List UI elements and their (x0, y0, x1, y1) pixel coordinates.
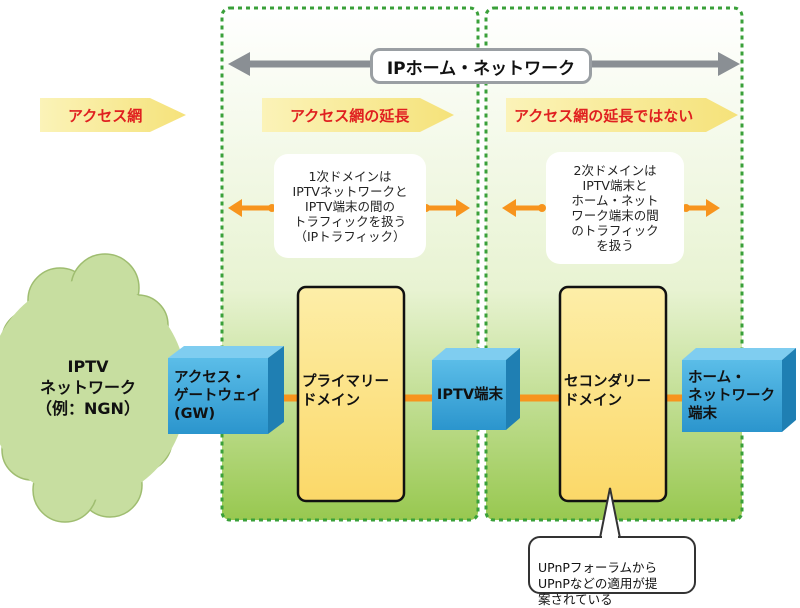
access-gateway-label: アクセス・ ゲートウェイ (GW) (174, 370, 261, 422)
primary-domain-label: プライマリー ドメイン (302, 374, 389, 409)
home-network-terminal-box (682, 348, 796, 432)
primary-domain-description: 1次ドメインは IPTVネットワークと IPTV端末の間の トラフィックを扱う … (274, 154, 426, 258)
primary-domain-box (296, 285, 406, 503)
access-gateway-box (168, 346, 284, 434)
callout-pointer-joint (602, 535, 618, 539)
secondary-domain-label: セコンダリー ドメイン (564, 374, 651, 409)
iptv-terminal-box (432, 348, 520, 430)
iptv-terminal-label: IPTV端末 (436, 387, 504, 403)
upnp-callout-text: UPnPフォーラムから UPnPなどの適用が提 案されている (538, 560, 658, 607)
not-extension-label: アクセス網の延長ではない (514, 107, 694, 125)
iptv-network-cloud (0, 253, 187, 523)
not-extension-arrow (506, 98, 738, 132)
access-extension-label: アクセス網の延長 (290, 107, 410, 125)
iptv-network-label: IPTV ネットワーク （例：NGN） (36, 357, 140, 418)
access-network-label: アクセス網 (68, 107, 143, 125)
home-network-terminal-label: ホーム・ ネットワーク 端末 (688, 370, 775, 422)
home-network-label: IPホーム・ネットワーク (386, 58, 576, 79)
zone-access-extension (220, 6, 480, 522)
secondary-scope-arrow-right (682, 199, 720, 217)
secondary-scope-arrow-left (502, 199, 546, 217)
access-arrow (40, 98, 186, 132)
secondary-domain-description: 2次ドメインは IPTV端末と ホーム・ネット ワーク端末の間 のトラフィック … (546, 152, 684, 264)
upnp-callout: UPnPフォーラムから UPnPなどの適用が提 案されている (528, 536, 696, 607)
extension-arrow (262, 98, 454, 132)
home-network-banner: IPホーム・ネットワーク (370, 48, 592, 84)
